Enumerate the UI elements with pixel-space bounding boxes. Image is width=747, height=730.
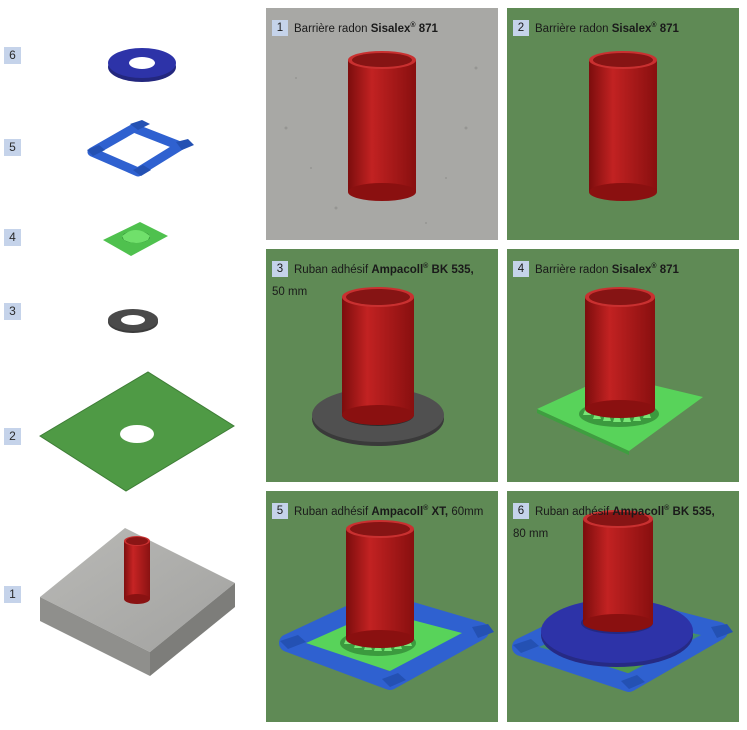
panel-1-number: 1 xyxy=(272,19,288,36)
panel-6-text: Ruban adhésif xyxy=(535,505,613,518)
panel-4: 4 Barrière radon Sisalex® 871 xyxy=(507,249,739,482)
panel-1-illustration xyxy=(266,8,498,240)
panel-3-second-line: 50 mm xyxy=(272,285,308,298)
panel-2: 2 Barrière radon Sisalex® 871 xyxy=(507,8,739,240)
panel-5-text-after: 60mm xyxy=(448,505,484,518)
concrete-slab-layer-1 xyxy=(40,528,235,676)
panel-3-caption: 3 Ruban adhésif Ampacoll® BK 535, 50 mm xyxy=(272,256,492,303)
panel-5-number: 5 xyxy=(272,502,288,519)
panel-3-text: Ruban adhésif xyxy=(294,263,372,276)
layer-label-6: 6 xyxy=(4,47,21,64)
layer-label-5: 5 xyxy=(4,139,21,156)
exploded-view-illustration xyxy=(39,48,235,676)
panel-3-illustration xyxy=(266,249,498,482)
panel-6-product: Ampacoll® BK 535, xyxy=(612,505,715,518)
panel-2-text: Barrière radon xyxy=(535,22,612,35)
panel-4-text: Barrière radon xyxy=(535,263,612,276)
panel-3: 3 Ruban adhésif Ampacoll® BK 535, 50 mm xyxy=(266,249,498,482)
membrane-layer-2 xyxy=(39,371,235,492)
panel-1-caption: 1 Barrière radon Sisalex® 871 xyxy=(272,15,492,40)
ring-layer-3 xyxy=(108,309,158,333)
layer-label-1: 1 xyxy=(4,586,21,603)
panel-4-number: 4 xyxy=(513,260,529,277)
panel-3-number: 3 xyxy=(272,260,288,277)
panel-1: 1 Barrière radon Sisalex® 871 xyxy=(266,8,498,240)
panel-4-illustration xyxy=(507,249,739,482)
panel-2-product: Sisalex® 871 xyxy=(611,22,679,35)
panel-5-text: Ruban adhésif xyxy=(294,505,372,518)
panel-6-second-line: 80 mm xyxy=(513,527,549,540)
panel-5-caption: 5 Ruban adhésif Ampacoll® XT, 60mm xyxy=(272,498,492,523)
tape-frame-layer-5 xyxy=(87,120,194,177)
panel-5: 5 Ruban adhésif Ampacoll® XT, 60mm xyxy=(266,491,498,722)
panel-6-illustration xyxy=(507,491,739,722)
panel-6: 6 Ruban adhésif Ampacoll® BK 535, 80 mm xyxy=(507,491,739,722)
panel-2-number: 2 xyxy=(513,19,529,36)
panel-6-caption: 6 Ruban adhésif Ampacoll® BK 535, 80 mm xyxy=(513,498,733,545)
collar-layer-6 xyxy=(108,48,176,82)
panel-5-illustration xyxy=(266,491,498,722)
sleeve-layer-4 xyxy=(103,222,168,256)
panel-6-number: 6 xyxy=(513,502,529,519)
panel-3-product: Ampacoll® BK 535, xyxy=(371,263,474,276)
panel-2-caption: 2 Barrière radon Sisalex® 871 xyxy=(513,15,733,40)
panel-1-text: Barrière radon xyxy=(294,22,371,35)
layer-label-4: 4 xyxy=(4,229,21,246)
panel-1-product: Sisalex® 871 xyxy=(370,22,438,35)
panel-2-illustration xyxy=(507,8,739,240)
panel-4-product: Sisalex® 871 xyxy=(611,263,679,276)
panel-5-product: Ampacoll® XT, xyxy=(371,505,449,518)
layer-label-2: 2 xyxy=(4,428,21,445)
panel-4-caption: 4 Barrière radon Sisalex® 871 xyxy=(513,256,733,281)
layer-label-3: 3 xyxy=(4,303,21,320)
